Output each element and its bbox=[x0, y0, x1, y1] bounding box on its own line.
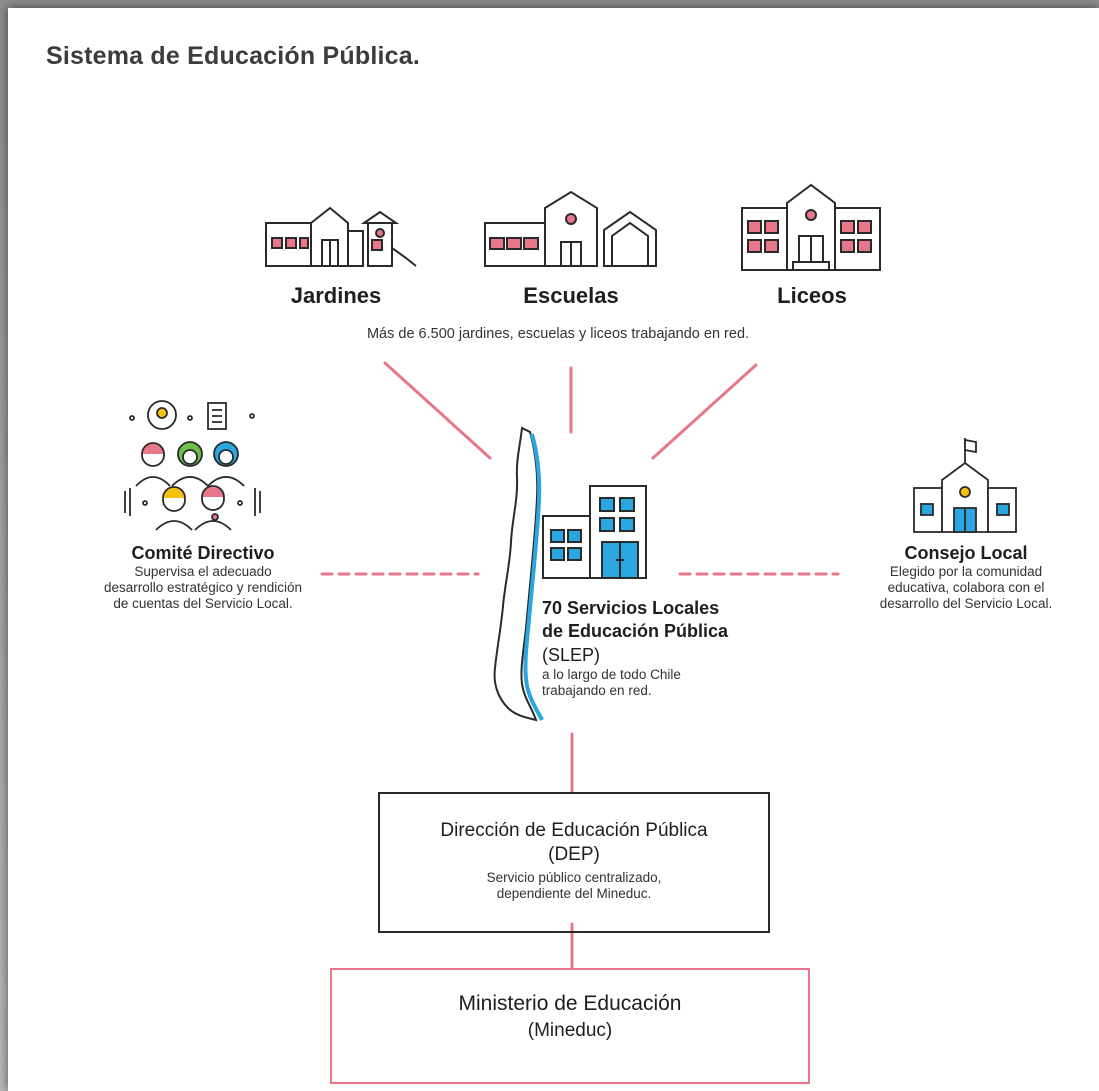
escuelas-label: Escuelas bbox=[523, 283, 619, 308]
liceos-icon bbox=[741, 183, 881, 271]
consejo-line-3: desarrollo del Servicio Local. bbox=[879, 595, 1053, 611]
mineduc-acronym: (Mineduc) bbox=[527, 1020, 613, 1041]
connector-jardines bbox=[383, 361, 492, 460]
escuelas-icon bbox=[484, 190, 657, 267]
consejo-local-icon bbox=[913, 438, 1017, 533]
jardines-icon bbox=[265, 206, 417, 267]
mineduc-title: Ministerio de Educación bbox=[458, 992, 682, 1015]
comite-line-2: desarrollo estratégico y rendición bbox=[103, 579, 303, 595]
dep-box: Dirección de Educación Pública (DEP) Ser… bbox=[378, 792, 770, 933]
connector-liceos bbox=[651, 363, 758, 460]
slep-title-line-2: de Educación Pública bbox=[542, 621, 729, 642]
consejo-line-2: educativa, colabora con el bbox=[887, 579, 1045, 595]
jardines-label: Jardines bbox=[290, 283, 382, 308]
slep-block: 70 Servicios Locales de Educación Públic… bbox=[542, 597, 802, 699]
dep-title: Dirección de Educación Pública bbox=[440, 820, 708, 841]
diagram-graphics bbox=[124, 183, 1017, 970]
slep-desc-line-2: trabajando en red. bbox=[542, 683, 652, 699]
comite-line-3: de cuentas del Servicio Local. bbox=[113, 595, 293, 611]
schools-caption: Más de 6.500 jardines, escuelas y liceos… bbox=[366, 326, 750, 342]
liceos-label: Liceos bbox=[777, 283, 847, 308]
slep-desc-line-1: a lo largo de todo Chile bbox=[542, 667, 681, 683]
comite-people-icon bbox=[124, 400, 261, 531]
page-title: Sistema de Educación Pública. bbox=[46, 42, 420, 70]
slep-building-icon bbox=[542, 485, 647, 579]
comite-title: Comité Directivo bbox=[131, 543, 275, 563]
comite-line-1: Supervisa el adecuado bbox=[134, 564, 272, 579]
comite-directivo: Comité Directivo Supervisa el adecuado d… bbox=[78, 543, 328, 612]
dep-desc-line-1: Servicio público centralizado, bbox=[486, 870, 662, 885]
chile-map-icon bbox=[493, 426, 544, 722]
mineduc-box: Ministerio de Educación (Mineduc) bbox=[330, 968, 810, 1084]
consejo-local: Consejo Local Elegido por la comunidad e… bbox=[846, 543, 1086, 612]
consejo-line-1: Elegido por la comunidad bbox=[889, 564, 1043, 579]
consejo-title: Consejo Local bbox=[904, 543, 1028, 563]
diagram-card: Sistema de Educación Pública. Jardines E… bbox=[8, 8, 1099, 1091]
slep-title-line-1: 70 Servicios Locales bbox=[542, 598, 720, 618]
slep-acronym: (SLEP) bbox=[542, 644, 601, 665]
dep-desc-line-2: dependiente del Mineduc. bbox=[496, 886, 652, 902]
dep-acronym: (DEP) bbox=[548, 844, 600, 865]
